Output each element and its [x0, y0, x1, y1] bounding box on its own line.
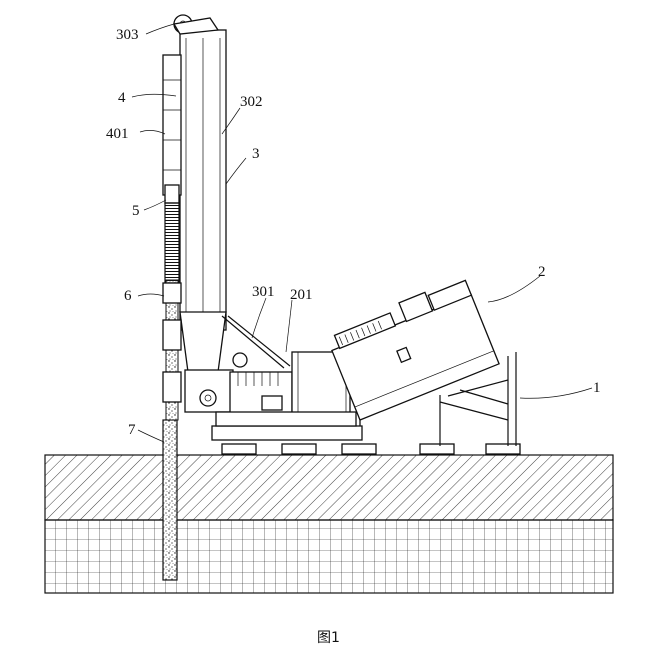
mast	[172, 14, 227, 373]
callout-3: 3	[252, 146, 260, 162]
callout-201: 201	[290, 287, 313, 303]
drill-rod	[162, 54, 182, 403]
support-frame	[439, 352, 517, 446]
mast-base	[184, 315, 291, 413]
ground-surface-layer	[44, 454, 614, 521]
callout-7: 7	[128, 422, 136, 438]
undercarriage	[211, 411, 521, 455]
callout-1: 1	[593, 380, 601, 396]
callout-301: 301	[252, 284, 275, 300]
ground-subsoil-layer	[44, 519, 614, 594]
carriage-ribs	[237, 372, 279, 386]
callout-2: 2	[538, 264, 546, 280]
callout-401: 401	[106, 126, 129, 142]
callout-labels: 303 4 302 401 3 5 2 301 201 6 1 7	[106, 27, 601, 438]
callout-5: 5	[132, 203, 140, 219]
power-unit	[331, 279, 500, 421]
figure-caption: 图1	[317, 630, 340, 646]
ground	[44, 454, 614, 594]
leader-lines	[131, 23, 593, 443]
callout-302: 302	[240, 94, 263, 110]
callout-4: 4	[118, 90, 126, 106]
vent-slots	[338, 320, 382, 346]
callout-303: 303	[116, 27, 139, 43]
callout-6: 6	[124, 288, 132, 304]
